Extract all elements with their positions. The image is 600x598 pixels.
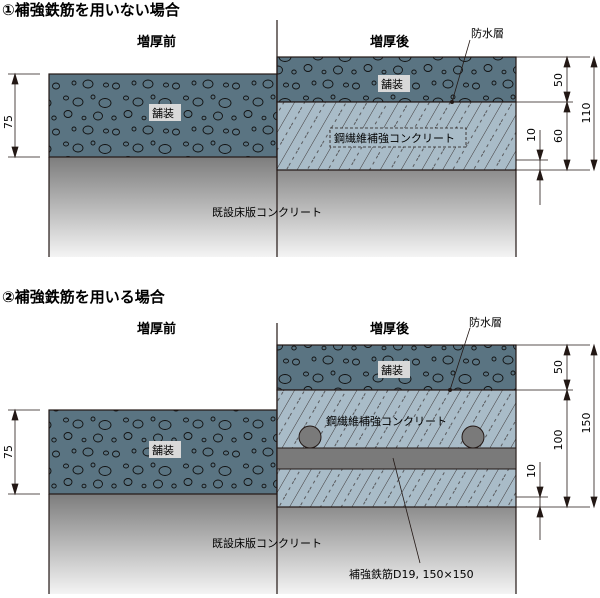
section2-dim-10: 10 [525, 464, 538, 478]
section2-pavement-before-label: 舗装 [152, 443, 174, 457]
section1-pavement-before-label: 舗装 [152, 106, 174, 120]
section2-title: ②補強鉄筋を用いる場合 [2, 288, 166, 306]
section2 [8, 323, 598, 594]
section1-waterproof-label: 防水層 [471, 26, 504, 40]
pavement-label-bg [149, 104, 181, 121]
section1-after-label: 増厚後 [370, 34, 410, 50]
rebar-circle-right [461, 425, 485, 449]
section1-pavement-after-label: 舗装 [381, 77, 403, 91]
section1-dim-10: 10 [525, 128, 538, 142]
section1-before-label: 増厚前 [137, 34, 176, 50]
section2-rebar-label: 補強鉄筋D19, 150×150 [349, 567, 474, 581]
section1-title: ①補強鉄筋を用いない場合 [2, 1, 181, 19]
section1-sfrc-label: 鋼繊維補強コンクリート [334, 131, 455, 145]
section2-dim-50: 50 [552, 360, 565, 374]
rebar-longitudinal [276, 447, 517, 470]
section2-before-label: 増厚前 [137, 321, 176, 337]
existing-slab [49, 157, 516, 257]
rebar-leader [392, 457, 421, 564]
section1-dim-50: 50 [552, 73, 565, 87]
section2-dim-100: 100 [552, 430, 565, 451]
section1-dim-60: 60 [552, 129, 565, 143]
existing-slab [49, 494, 516, 594]
section2-after-label: 増厚後 [370, 321, 410, 337]
section1 [8, 20, 598, 257]
section1-dim-110: 110 [580, 103, 593, 124]
section2-dim-75: 75 [2, 445, 15, 459]
section2-slab-label: 既設床版コンクリート [212, 536, 322, 550]
section1-dim-75: 75 [2, 115, 15, 129]
section2-waterproof-label: 防水層 [469, 315, 502, 329]
sfrc-label-box [329, 127, 467, 148]
section1-slab-label: 既設床版コンクリート [212, 205, 322, 219]
section2-pavement-after-label: 舗装 [381, 363, 403, 377]
section2-sfrc-label: 鋼繊維補強コンクリート [326, 414, 447, 428]
section2-dim-150: 150 [580, 413, 593, 434]
waterproof-dot [450, 100, 454, 104]
rebar-circle-left [298, 425, 322, 449]
